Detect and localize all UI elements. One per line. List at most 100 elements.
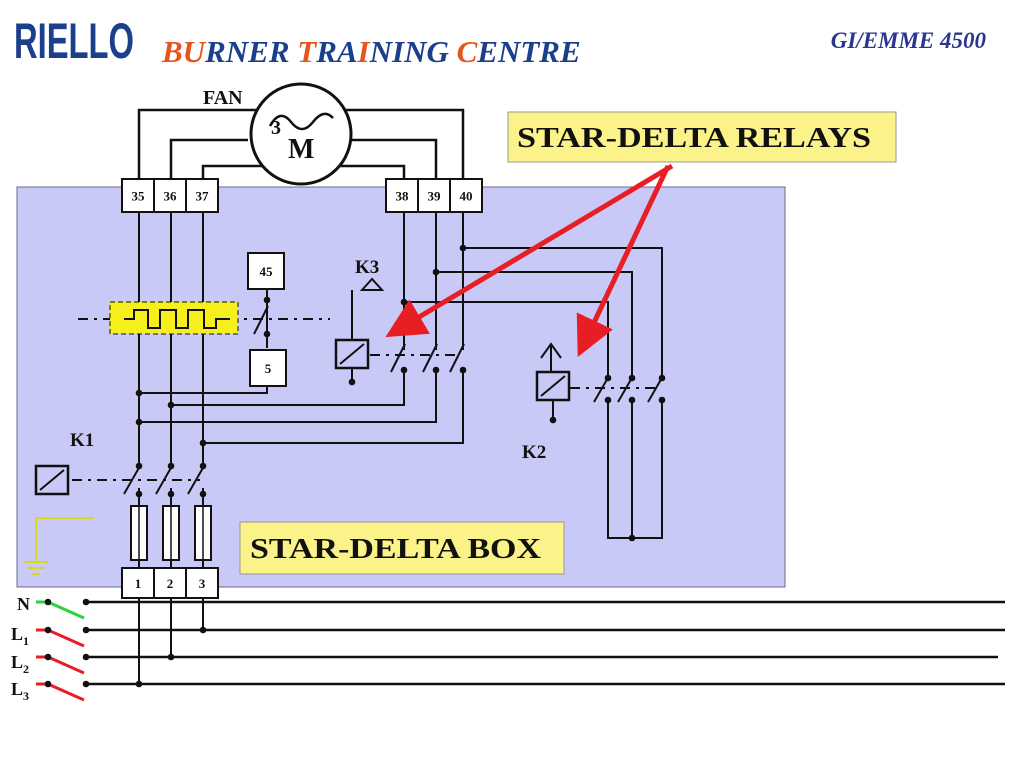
fuse xyxy=(194,505,212,561)
junction-dot xyxy=(135,462,143,470)
junction-dot xyxy=(400,298,408,306)
line-label-n: N xyxy=(17,594,30,614)
terminal: 36 xyxy=(153,178,187,213)
junction-dot xyxy=(167,462,175,470)
star-delta-box-label: STAR-DELTA BOX xyxy=(250,533,541,565)
title-segment: T xyxy=(297,34,317,69)
supply-terminal-block: 1 2 3 xyxy=(121,567,219,599)
junction-dot xyxy=(44,626,52,634)
junction-dot xyxy=(199,439,207,447)
callout-arrows xyxy=(385,163,674,358)
terminal-label: 36 xyxy=(164,189,178,204)
junction-dot xyxy=(348,378,356,386)
thermostat-terminals: 45 5 xyxy=(247,252,287,387)
fan-label: FAN xyxy=(203,87,243,109)
motor-terminal-block-left: 35 36 37 xyxy=(121,178,219,213)
terminal-label: 39 xyxy=(428,189,442,204)
junction-dot xyxy=(167,401,175,409)
fuses xyxy=(130,505,212,561)
junction-dot xyxy=(82,626,90,634)
title-segment: BU xyxy=(161,34,207,69)
motor-phase-label: 3 xyxy=(271,117,281,139)
junction-dot xyxy=(199,462,207,470)
junction-dot xyxy=(604,396,612,404)
terminal-label: 40 xyxy=(460,189,473,204)
thermal-overload-relay xyxy=(109,301,239,335)
terminal: 2 xyxy=(153,567,187,599)
line-switches xyxy=(36,600,85,702)
junction-dot xyxy=(199,626,207,634)
junction-dot xyxy=(135,490,143,498)
junction-dot xyxy=(82,653,90,661)
terminal: 5 xyxy=(249,349,287,387)
title-segment: RNER xyxy=(204,34,297,69)
terminal: 45 xyxy=(247,252,285,290)
junction-dot xyxy=(82,598,90,606)
terminal-label: 37 xyxy=(196,189,210,204)
junction-dot xyxy=(628,534,636,542)
fan-motor: 3 M xyxy=(249,82,353,186)
motor-terminal-block-right: 38 39 40 xyxy=(385,178,483,213)
terminal-label: 5 xyxy=(265,361,272,376)
terminal-label: 38 xyxy=(396,189,410,204)
terminal-label: 2 xyxy=(167,576,174,591)
motor-symbol: M xyxy=(288,134,314,165)
junction-dot xyxy=(167,653,175,661)
terminal: 37 xyxy=(185,178,219,213)
junction-dot xyxy=(432,366,440,374)
terminal: 3 xyxy=(185,567,219,599)
relay-k3: K3 xyxy=(334,257,465,382)
junction-dot xyxy=(44,598,52,606)
star-delta-box-callout: STAR-DELTA BOX xyxy=(239,521,565,575)
relay-k3-label: K3 xyxy=(355,257,379,278)
junction-dot xyxy=(44,653,52,661)
terminal-label: 45 xyxy=(260,264,274,279)
terminal: 39 xyxy=(417,178,451,213)
terminal-label: 1 xyxy=(135,576,142,591)
junction-dot xyxy=(263,330,271,338)
terminal-label: 35 xyxy=(132,189,146,204)
relay-k1: K1 xyxy=(24,430,205,575)
junction-dot xyxy=(135,389,143,397)
terminal: 40 xyxy=(449,178,483,213)
junction-dot xyxy=(167,490,175,498)
junction-dots xyxy=(44,244,666,688)
ground-symbol xyxy=(24,517,94,575)
junction-dot xyxy=(658,374,666,382)
junction-dot xyxy=(432,268,440,276)
document-code: GI/EMME 4500 xyxy=(831,28,987,53)
junction-dot xyxy=(263,296,271,304)
junction-dot xyxy=(459,366,467,374)
junction-dot xyxy=(628,374,636,382)
junction-dot xyxy=(82,680,90,688)
title-segment: C xyxy=(457,34,478,69)
title-segment: ENTRE xyxy=(476,34,580,69)
junction-dot xyxy=(135,680,143,688)
terminal: 38 xyxy=(385,178,419,213)
page-title: BURNER TRAINING CENTRE xyxy=(161,34,581,69)
title-segment: NING xyxy=(369,34,457,69)
junction-dot xyxy=(549,416,557,424)
terminal-label: 3 xyxy=(199,576,206,591)
fuse xyxy=(130,505,148,561)
star-delta-relays-label: STAR-DELTA RELAYS xyxy=(517,122,871,154)
junction-dot xyxy=(44,680,52,688)
title-segment: I xyxy=(357,34,371,69)
junction-dot xyxy=(658,396,666,404)
supply-lines xyxy=(86,600,1005,686)
title-segment: RA xyxy=(315,34,357,69)
line-label-l2: L2 xyxy=(11,652,29,676)
relay-k2-label: K2 xyxy=(522,442,546,463)
riello-logo: RIELLO xyxy=(14,13,134,69)
arrow-to-k2 xyxy=(576,164,671,358)
terminal: 35 xyxy=(121,178,155,213)
motor-wiring xyxy=(137,108,465,179)
arrow-to-k3 xyxy=(385,163,674,338)
junction-dot xyxy=(199,490,207,498)
junction-dot xyxy=(604,374,612,382)
relay-k1-label: K1 xyxy=(70,430,94,451)
junction-dot xyxy=(628,396,636,404)
line-label-l3: L3 xyxy=(11,679,29,703)
line-label-l1: L1 xyxy=(11,624,29,648)
